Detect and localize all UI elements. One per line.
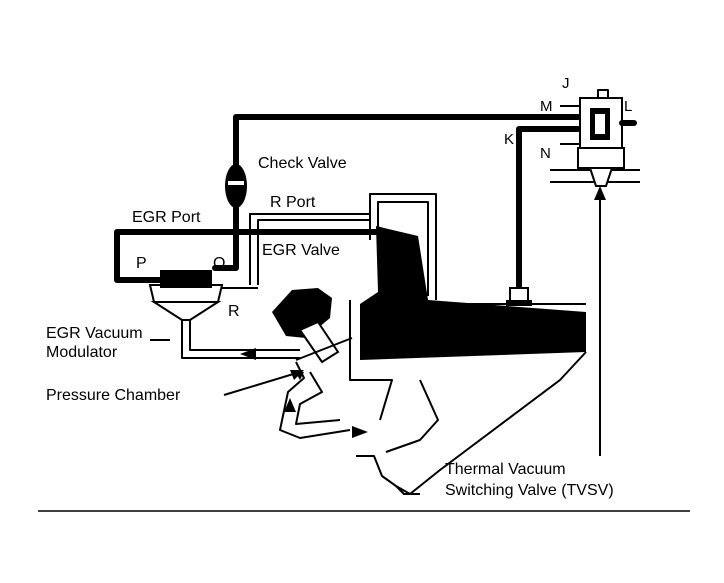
manifold-lower-runner-2 bbox=[385, 379, 439, 453]
label-egr-port: EGR Port bbox=[132, 209, 201, 226]
label-r: R bbox=[228, 303, 240, 320]
hose-check-valve-to-tvsv-m bbox=[233, 114, 581, 168]
egr-valve-stem bbox=[298, 320, 340, 364]
check-valve-body bbox=[225, 164, 247, 208]
tvsv-probe bbox=[588, 167, 614, 187]
tvsv-core bbox=[595, 114, 605, 134]
manifold-dark-body bbox=[360, 226, 586, 360]
label-tvsv-2: Switching Valve (TVSV) bbox=[445, 482, 614, 499]
label-egr-vacuum-modulator-2: Modulator bbox=[46, 344, 118, 361]
tvsv-leader-arrow bbox=[594, 186, 606, 200]
label-egr-valve: EGR Valve bbox=[262, 242, 340, 259]
modulator-lower bbox=[150, 301, 222, 321]
check-valve bbox=[225, 164, 247, 208]
tvsv-port-j bbox=[597, 89, 609, 98]
modulator-stem bbox=[181, 320, 300, 359]
label-j: J bbox=[562, 75, 570, 92]
manifold-foot bbox=[395, 485, 420, 495]
label-tvsv-1: Thermal Vacuum bbox=[445, 461, 566, 478]
r-port-line-2 bbox=[257, 219, 370, 285]
modulator-core bbox=[160, 270, 212, 288]
r-port-line bbox=[249, 213, 370, 285]
hose-q-to-modulator bbox=[212, 229, 239, 271]
tvsv-valve bbox=[550, 89, 640, 456]
label-r-port: R Port bbox=[270, 194, 316, 211]
egr-vacuum-modulator bbox=[148, 270, 300, 360]
label-check-valve: Check Valve bbox=[258, 155, 347, 172]
manifold-vacuum-nipple-base bbox=[506, 300, 532, 306]
hose-tvsv-k-to-manifold bbox=[516, 126, 581, 289]
egr-valve bbox=[272, 288, 353, 364]
intake-manifold bbox=[349, 193, 587, 495]
flow-arrow-up bbox=[284, 398, 296, 412]
label-l: L bbox=[624, 98, 632, 115]
label-n: N bbox=[540, 145, 551, 162]
label-m: M bbox=[540, 98, 553, 115]
label-k: K bbox=[504, 131, 514, 148]
label-egr-vacuum-modulator-1: EGR Vacuum bbox=[46, 325, 143, 342]
throttle-body-outline bbox=[369, 193, 437, 300]
check-valve-band bbox=[228, 181, 244, 185]
flow-arrow-right bbox=[352, 426, 368, 438]
manifold-flange bbox=[349, 300, 393, 421]
modulator-stem-2 bbox=[189, 320, 300, 351]
label-p: P bbox=[136, 255, 147, 272]
pressure-chamber-outline bbox=[279, 361, 351, 439]
egr-valve-seat bbox=[295, 337, 353, 361]
exhaust-passage-inner bbox=[295, 371, 341, 425]
throttle-body-inner bbox=[377, 201, 429, 296]
pressure-chamber-leader bbox=[223, 371, 301, 396]
tvsv-housing-lower bbox=[577, 147, 625, 169]
pressure-chamber-leader-arrow bbox=[290, 370, 304, 380]
label-pressure-chamber: Pressure Chamber bbox=[46, 387, 181, 404]
label-q: Q bbox=[213, 255, 225, 272]
manifold-vacuum-nipple bbox=[509, 287, 529, 303]
manifold-lower-runner bbox=[356, 351, 587, 495]
flow-arrow-left bbox=[240, 348, 256, 360]
